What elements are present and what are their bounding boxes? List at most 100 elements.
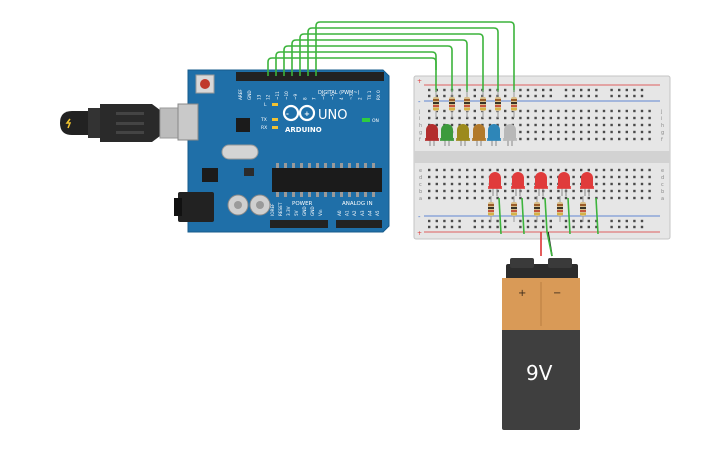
breadboard-hole[interactable] xyxy=(595,116,598,120)
breadboard-hole[interactable] xyxy=(648,168,651,172)
ground-wire[interactable] xyxy=(595,197,599,235)
breadboard-hole[interactable] xyxy=(443,182,446,186)
rail-hole[interactable] xyxy=(443,94,446,98)
rail-hole[interactable] xyxy=(549,219,552,223)
rail-hole[interactable] xyxy=(519,219,522,223)
breadboard-hole[interactable] xyxy=(633,123,636,127)
breadboard-hole[interactable] xyxy=(602,196,606,200)
rail-hole[interactable] xyxy=(618,88,621,92)
led[interactable] xyxy=(535,172,547,188)
led[interactable] xyxy=(558,172,570,188)
bottom-leds[interactable] xyxy=(488,172,594,196)
breadboard-hole[interactable] xyxy=(595,137,598,141)
breadboard-hole[interactable] xyxy=(648,137,651,141)
breadboard-hole[interactable] xyxy=(648,182,651,186)
breadboard-hole[interactable] xyxy=(526,123,530,127)
rail-hole[interactable] xyxy=(435,94,438,98)
breadboard-hole[interactable] xyxy=(618,137,621,141)
rail-hole[interactable] xyxy=(450,225,454,229)
rail-hole[interactable] xyxy=(435,219,438,223)
rail-hole[interactable] xyxy=(450,219,454,223)
breadboard-hole[interactable] xyxy=(488,196,492,200)
breadboard-hole[interactable] xyxy=(564,196,568,200)
breadboard-hole[interactable] xyxy=(625,123,628,127)
breadboard-hole[interactable] xyxy=(519,196,522,200)
rail-hole[interactable] xyxy=(458,94,461,98)
breadboard-hole[interactable] xyxy=(534,116,537,120)
breadboard-hole[interactable] xyxy=(587,116,590,120)
breadboard-hole[interactable] xyxy=(450,168,454,172)
breadboard-hole[interactable] xyxy=(473,116,476,120)
rail-hole[interactable] xyxy=(549,225,552,229)
rail-hole[interactable] xyxy=(526,94,530,98)
breadboard-hole[interactable] xyxy=(648,196,651,200)
rail-hole[interactable] xyxy=(534,225,537,229)
breadboard-hole[interactable] xyxy=(542,109,545,113)
breadboard-hole[interactable] xyxy=(572,196,575,200)
breadboard-hole[interactable] xyxy=(443,196,446,200)
breadboard-hole[interactable] xyxy=(648,175,651,179)
breadboard-hole[interactable] xyxy=(549,168,552,172)
rail-hole[interactable] xyxy=(488,94,492,98)
breadboard-hole[interactable] xyxy=(587,130,590,134)
led[interactable] xyxy=(441,124,453,140)
breadboard-hole[interactable] xyxy=(534,189,537,193)
rail-hole[interactable] xyxy=(473,88,476,92)
breadboard-hole[interactable] xyxy=(428,109,431,113)
breadboard-hole[interactable] xyxy=(557,130,560,134)
rail-hole[interactable] xyxy=(580,88,583,92)
breadboard-hole[interactable] xyxy=(564,116,568,120)
breadboard-hole[interactable] xyxy=(640,130,644,134)
breadboard-hole[interactable] xyxy=(572,175,575,179)
breadboard-hole[interactable] xyxy=(473,175,476,179)
breadboard-hole[interactable] xyxy=(435,189,438,193)
battery-9v[interactable]: + − 9V xyxy=(502,258,580,430)
breadboard-hole[interactable] xyxy=(602,168,606,172)
breadboard-hole[interactable] xyxy=(511,116,514,120)
rail-hole[interactable] xyxy=(564,88,568,92)
digital-header[interactable] xyxy=(236,72,384,81)
rail-hole[interactable] xyxy=(587,225,590,229)
breadboard-hole[interactable] xyxy=(648,189,651,193)
breadboard-hole[interactable] xyxy=(458,189,461,193)
rail-hole[interactable] xyxy=(640,219,644,223)
breadboard-hole[interactable] xyxy=(610,175,613,179)
breadboard-hole[interactable] xyxy=(633,189,636,193)
breadboard-hole[interactable] xyxy=(504,175,507,179)
breadboard-hole[interactable] xyxy=(618,189,621,193)
breadboard-hole[interactable] xyxy=(519,168,522,172)
led[interactable] xyxy=(473,124,485,140)
rail-hole[interactable] xyxy=(473,94,476,98)
breadboard-hole[interactable] xyxy=(580,168,583,172)
breadboard-hole[interactable] xyxy=(526,130,530,134)
rail-hole[interactable] xyxy=(610,88,613,92)
rail-hole[interactable] xyxy=(549,94,552,98)
breadboard-hole[interactable] xyxy=(488,168,492,172)
breadboard-hole[interactable] xyxy=(633,109,636,113)
breadboard-hole[interactable] xyxy=(595,189,598,193)
breadboard-hole[interactable] xyxy=(549,130,552,134)
breadboard-hole[interactable] xyxy=(618,168,621,172)
breadboard-hole[interactable] xyxy=(481,196,484,200)
breadboard-hole[interactable] xyxy=(458,109,461,113)
signal-wire[interactable] xyxy=(307,27,499,92)
breadboard-hole[interactable] xyxy=(580,123,583,127)
breadboard-hole[interactable] xyxy=(534,109,537,113)
breadboard-hole[interactable] xyxy=(466,175,469,179)
rail-hole[interactable] xyxy=(610,94,613,98)
breadboard-hole[interactable] xyxy=(602,130,606,134)
breadboard-hole[interactable] xyxy=(580,109,583,113)
breadboard-hole[interactable] xyxy=(580,116,583,120)
power-header[interactable] xyxy=(270,220,328,228)
breadboard-hole[interactable] xyxy=(466,189,469,193)
rail-hole[interactable] xyxy=(610,219,613,223)
breadboard-hole[interactable] xyxy=(610,182,613,186)
rail-hole[interactable] xyxy=(587,88,590,92)
ground-wire[interactable] xyxy=(567,197,571,235)
rail-hole[interactable] xyxy=(640,94,644,98)
breadboard-hole[interactable] xyxy=(450,123,454,127)
rail-hole[interactable] xyxy=(542,225,545,229)
breadboard-hole[interactable] xyxy=(648,116,651,120)
signal-wire[interactable] xyxy=(315,21,515,92)
